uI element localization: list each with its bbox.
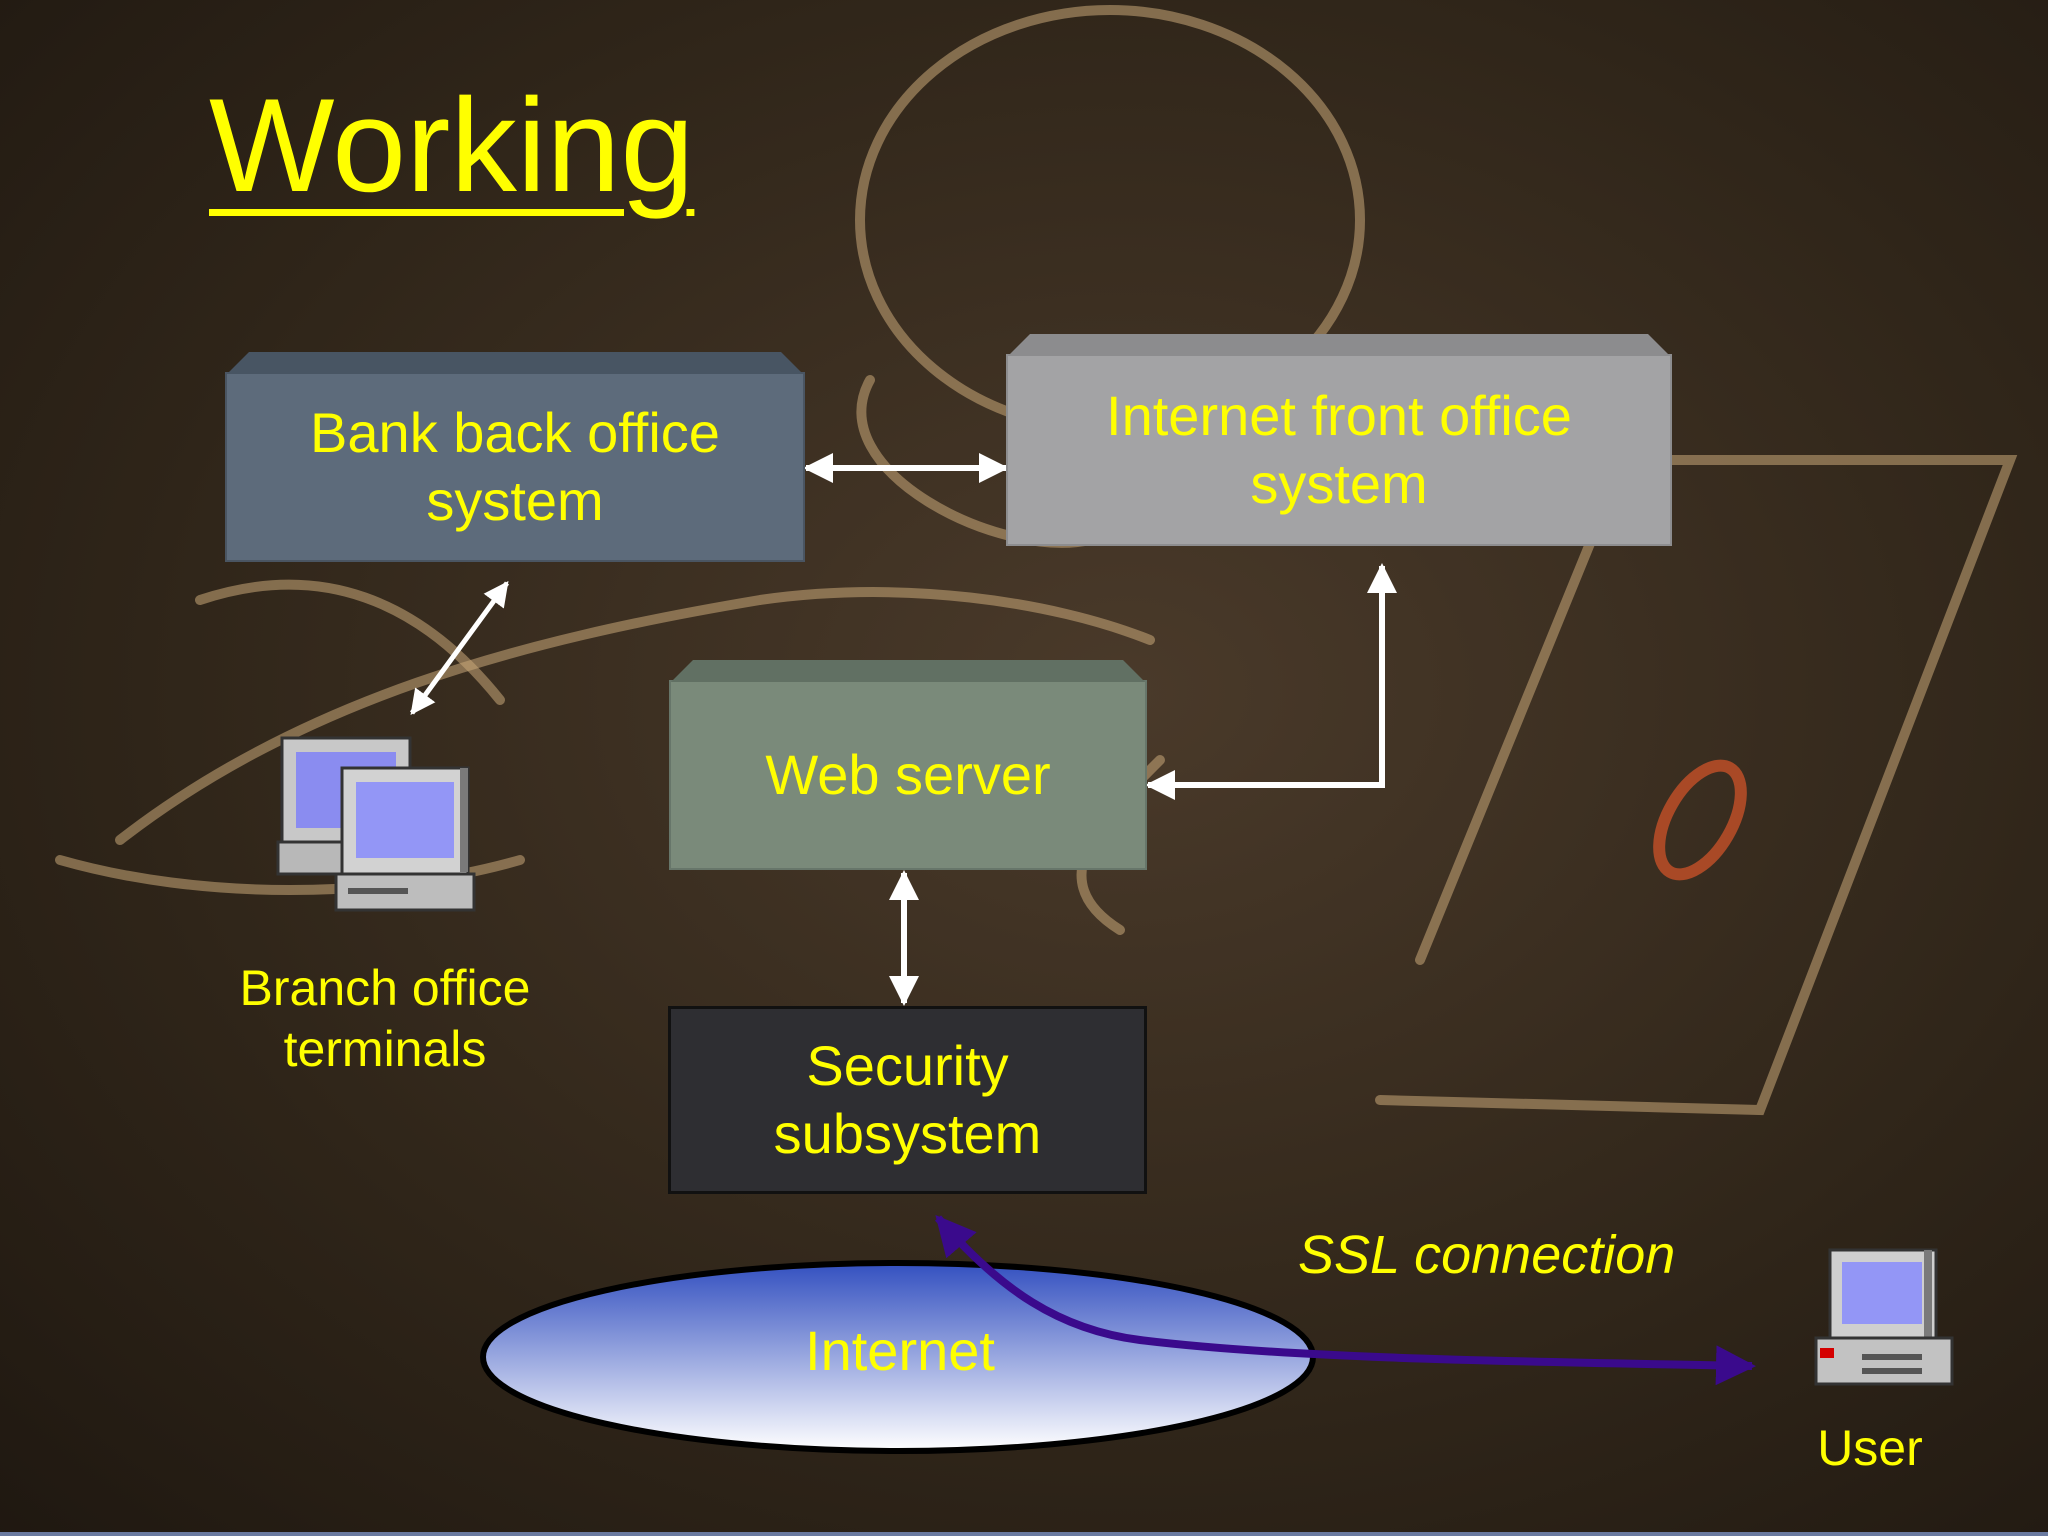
user-label: User bbox=[1817, 1420, 1923, 1476]
ssl-connector bbox=[934, 1214, 1756, 1386]
branch-computers-graphic bbox=[276, 736, 476, 912]
security-subsystem-label: Security subsystem bbox=[773, 1033, 1042, 1165]
connector-front-web bbox=[1145, 563, 1397, 800]
internet-front-office-box: Internet front office system bbox=[1006, 354, 1672, 546]
bank-back-office-label: Bank back office system bbox=[310, 400, 720, 532]
bank-back-office-box: Bank back office system bbox=[225, 372, 805, 562]
user-computer-graphic bbox=[1814, 1248, 1954, 1386]
branch-office-terminals-label: Branch office terminals bbox=[239, 960, 531, 1077]
connector-bank-branch bbox=[409, 580, 510, 716]
web-server-label: Web server bbox=[765, 742, 1051, 806]
slide-title: Working bbox=[209, 72, 695, 220]
internet-label: Internet bbox=[805, 1319, 995, 1382]
ssl-connection-label: SSL connection bbox=[1298, 1225, 1676, 1285]
web-server-box: Web server bbox=[669, 680, 1147, 870]
security-subsystem-box: Security subsystem bbox=[668, 1006, 1147, 1194]
internet-front-office-label: Internet front office system bbox=[1106, 383, 1572, 515]
